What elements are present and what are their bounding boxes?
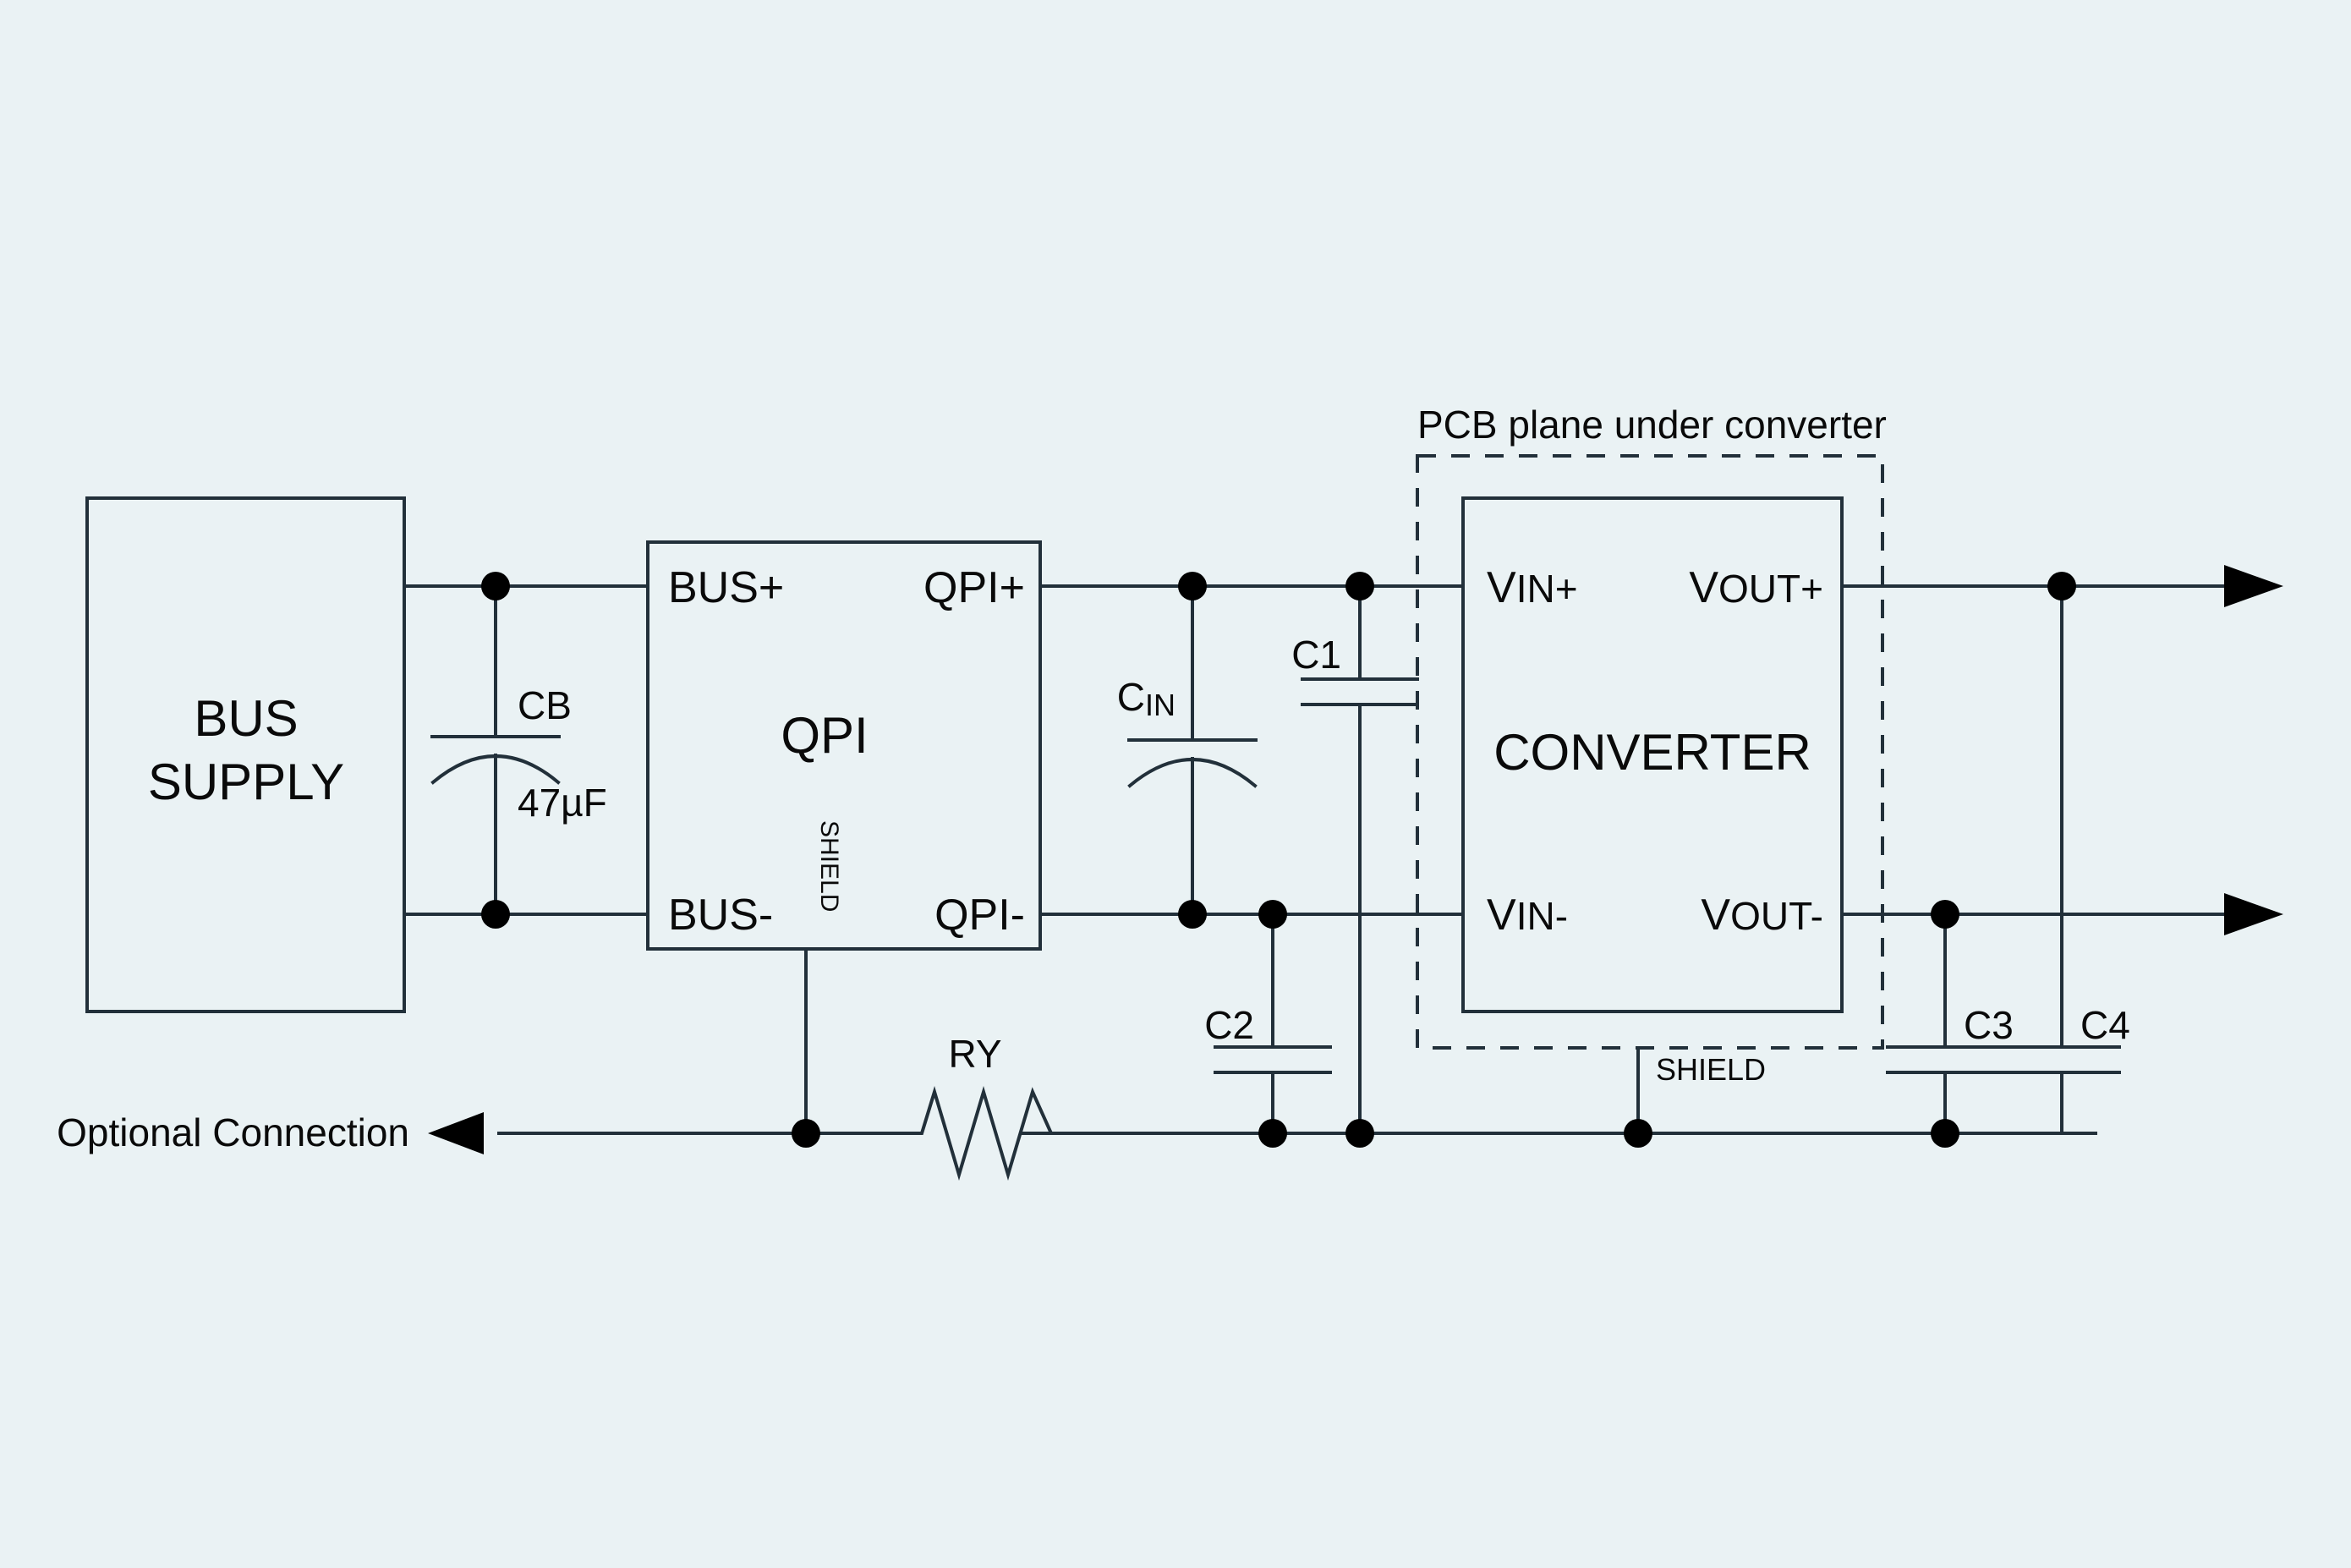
junction-dot [1345,1119,1374,1148]
qpi-block-label: QPI [781,707,868,764]
qpi-block[interactable] [646,540,1042,951]
junction-dot [2047,572,2076,600]
qpi-pin-bus-minus: BUS- [668,891,773,940]
qpi-pin-bus-plus: BUS+ [668,563,784,612]
capacitor-c1[interactable] [1301,584,1419,1135]
junction-dot [792,1119,820,1148]
capacitor-cin-ref: CIN [1117,675,1176,722]
resistor-ry[interactable] [909,1085,1055,1181]
pcb-plane-boundary [1416,454,1884,1050]
qpi-pin-qpi-plus: QPI+ [923,563,1025,612]
junction-dot [481,900,510,929]
capacitor-cb-value: 47µF [518,781,607,825]
junction-dot [1345,572,1374,600]
qpi-pin-qpi-minus: QPI- [934,891,1025,940]
output-negative-terminal-arrow [2224,893,2283,935]
bus-supply-label-line2: SUPPLY [148,754,344,810]
capacitor-c3-ref: C3 [1964,1003,2014,1047]
converter-pin-vin-plus: VIN+ [1487,563,1578,612]
junction-dot [1178,900,1207,929]
junction-dot [1624,1119,1652,1148]
converter-block[interactable] [1461,496,1844,1013]
capacitor-c4[interactable] [2003,584,2121,1135]
capacitor-cin-ref-sub: IN [1145,688,1176,722]
capacitor-cb-ref: CB [518,683,572,727]
converter-shield-label: SHIELD [1656,1052,1766,1087]
optional-connection-label: Optional Connection [57,1110,409,1154]
junction-dot [1258,1119,1287,1148]
converter-pin-vout-minus: VOUT- [1701,891,1823,940]
capacitor-c2-ref: C2 [1204,1003,1254,1047]
bus-supply-label-line1: BUS [194,690,298,747]
resistor-ry-ref: RY [948,1032,1001,1076]
junction-dot [1931,900,1959,929]
junction-dot [1931,1119,1959,1148]
capacitor-cin[interactable] [1127,584,1258,916]
capacitor-cin-ref-main: C [1117,675,1145,719]
converter-pin-vin-minus: VIN- [1487,891,1568,940]
optional-connection-arrow [428,1112,484,1154]
junction-dot [1258,900,1287,929]
converter-block-label: CONVERTER [1493,724,1811,781]
junction-dot [1178,572,1207,600]
junction-dot [481,572,510,600]
capacitor-c1-ref: C1 [1291,633,1341,677]
capacitor-c2[interactable] [1214,913,1332,1135]
output-positive-terminal-arrow [2224,565,2283,607]
converter-pin-vout-plus: VOUT+ [1689,563,1823,612]
capacitor-c4-ref: C4 [2080,1003,2130,1047]
pcb-plane-label: PCB plane under converter [1417,403,1887,447]
capacitor-cb[interactable] [430,584,561,916]
qpi-pin-shield: SHIELD [815,820,843,912]
bus-supply-block[interactable] [85,496,406,1013]
